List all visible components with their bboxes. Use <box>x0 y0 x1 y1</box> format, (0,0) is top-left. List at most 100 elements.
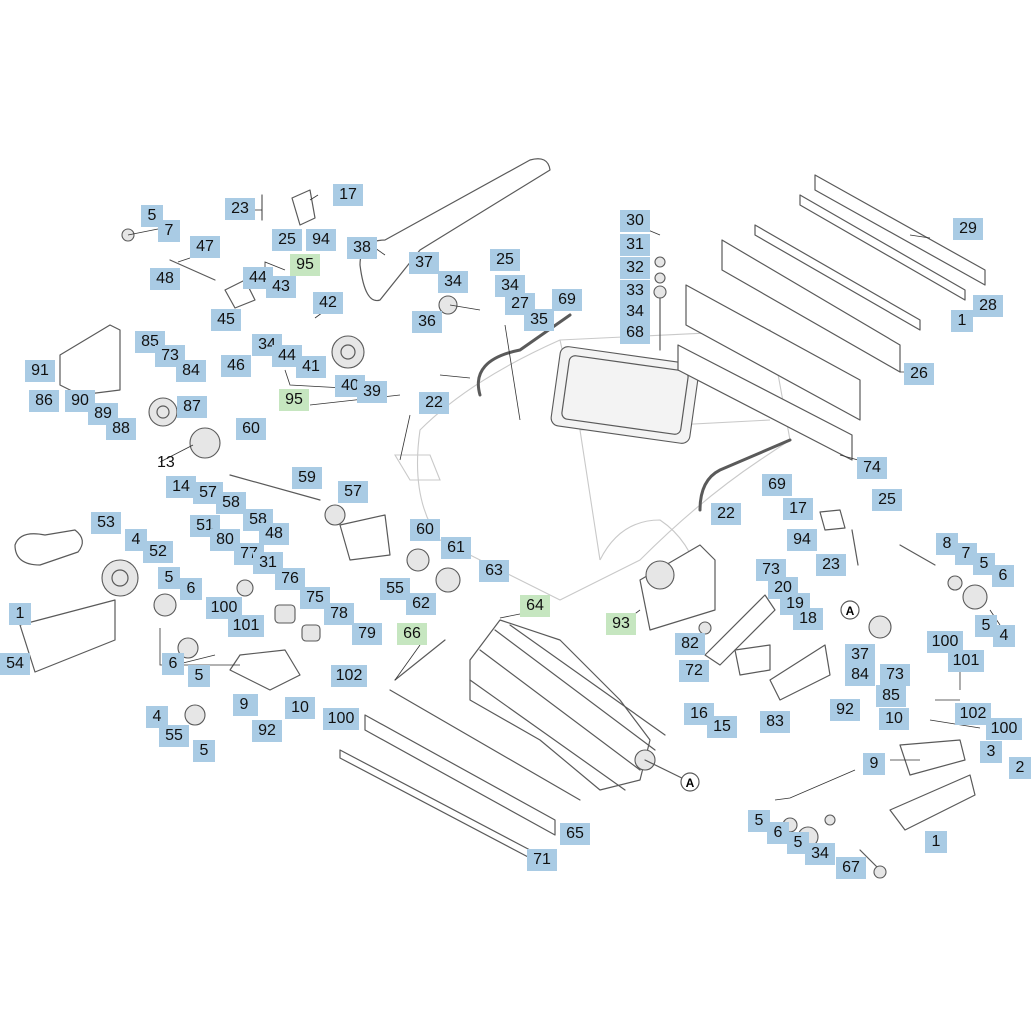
seal-strip-69-side <box>698 438 792 512</box>
callout-85: 85 <box>876 685 906 707</box>
callout-15: 15 <box>707 716 737 738</box>
callout-1: 1 <box>925 831 947 853</box>
callout-92: 92 <box>830 699 860 721</box>
callout-48: 48 <box>259 523 289 545</box>
left-side-hardware <box>19 189 461 726</box>
seal-strip-69-top <box>477 313 572 397</box>
callout-65: 65 <box>560 823 590 845</box>
callout-8: 8 <box>936 533 958 555</box>
callout-91: 91 <box>25 360 55 382</box>
callout-17: 17 <box>333 184 363 206</box>
drive-belt-53 <box>14 529 83 566</box>
callout-1: 1 <box>9 603 31 625</box>
marker-a-right: A <box>840 600 860 620</box>
callout-5: 5 <box>975 615 997 637</box>
callout-5: 5 <box>748 810 770 832</box>
callout-42: 42 <box>313 292 343 314</box>
marker-a-brush: A <box>680 772 700 792</box>
callout-36: 36 <box>412 311 442 333</box>
marker-a-right-label: A <box>846 604 855 618</box>
callout-44: 44 <box>243 267 273 289</box>
callout-2: 2 <box>1009 757 1031 779</box>
callout-95: 95 <box>279 389 309 411</box>
callout-25: 25 <box>272 229 302 251</box>
callout-71: 71 <box>527 849 557 871</box>
callout-55: 55 <box>380 578 410 600</box>
callout-53: 53 <box>91 512 121 534</box>
callout-57: 57 <box>338 481 368 503</box>
rotary-brush <box>469 619 691 791</box>
callout-47: 47 <box>190 236 220 258</box>
callout-66: 66 <box>397 623 427 645</box>
callout-55: 55 <box>159 725 189 747</box>
callout-101: 101 <box>228 615 264 637</box>
callout-57: 57 <box>193 482 223 504</box>
marker-a-brush-label: A <box>686 776 695 790</box>
callout-23: 23 <box>816 554 846 576</box>
callout-45: 45 <box>211 309 241 331</box>
callout-88: 88 <box>106 418 136 440</box>
callout-59: 59 <box>292 467 322 489</box>
callout-22: 22 <box>711 503 741 525</box>
callout-69: 69 <box>552 289 582 311</box>
callout-33: 33 <box>620 280 650 302</box>
callout-9: 9 <box>863 753 885 775</box>
callout-10: 10 <box>285 697 315 719</box>
callout-6: 6 <box>180 578 202 600</box>
callout-13: 13 <box>157 454 175 471</box>
callout-4: 4 <box>146 706 168 728</box>
callout-90: 90 <box>65 390 95 412</box>
callout-54: 54 <box>0 653 30 675</box>
callout-61: 61 <box>441 537 471 559</box>
scraper-plates <box>339 639 581 859</box>
callout-5: 5 <box>973 553 995 575</box>
callout-31: 31 <box>620 234 650 256</box>
callout-17: 17 <box>783 498 813 520</box>
callout-29: 29 <box>953 218 983 240</box>
callout-76: 76 <box>275 568 305 590</box>
callout-6: 6 <box>992 565 1014 587</box>
callout-28: 28 <box>973 295 1003 317</box>
callout-34: 34 <box>495 275 525 297</box>
callout-30: 30 <box>620 210 650 232</box>
callout-64: 64 <box>520 595 550 617</box>
callout-58: 58 <box>216 492 246 514</box>
callout-37: 37 <box>409 252 439 274</box>
callout-34: 34 <box>620 301 650 323</box>
callout-7: 7 <box>158 220 180 242</box>
callout-37: 37 <box>845 644 875 666</box>
callout-34: 34 <box>438 271 468 293</box>
callout-6: 6 <box>162 653 184 675</box>
callout-14: 14 <box>166 476 196 498</box>
callout-74: 74 <box>857 457 887 479</box>
callout-83: 83 <box>760 711 790 733</box>
callout-100: 100 <box>986 718 1022 740</box>
callout-95: 95 <box>290 254 320 276</box>
callout-102: 102 <box>955 703 991 725</box>
callout-60: 60 <box>236 418 266 440</box>
callout-10: 10 <box>879 708 909 730</box>
callout-5: 5 <box>787 832 809 854</box>
callout-4: 4 <box>125 529 147 551</box>
callout-7: 7 <box>955 543 977 565</box>
callout-5: 5 <box>193 740 215 762</box>
side-plates-right <box>677 174 986 461</box>
callout-34: 34 <box>805 843 835 865</box>
callout-23: 23 <box>225 198 255 220</box>
callout-94: 94 <box>787 529 817 551</box>
callout-1: 1 <box>951 310 973 332</box>
callout-92: 92 <box>252 720 282 742</box>
callout-5: 5 <box>158 567 180 589</box>
callout-26: 26 <box>904 363 934 385</box>
callout-18: 18 <box>793 608 823 630</box>
callout-38: 38 <box>347 237 377 259</box>
callout-63: 63 <box>479 560 509 582</box>
callout-73: 73 <box>880 664 910 686</box>
callout-35: 35 <box>524 309 554 331</box>
callout-22: 22 <box>419 392 449 414</box>
callout-87: 87 <box>177 396 207 418</box>
callout-46: 46 <box>221 355 251 377</box>
callout-5: 5 <box>188 665 210 687</box>
callout-41: 41 <box>296 356 326 378</box>
